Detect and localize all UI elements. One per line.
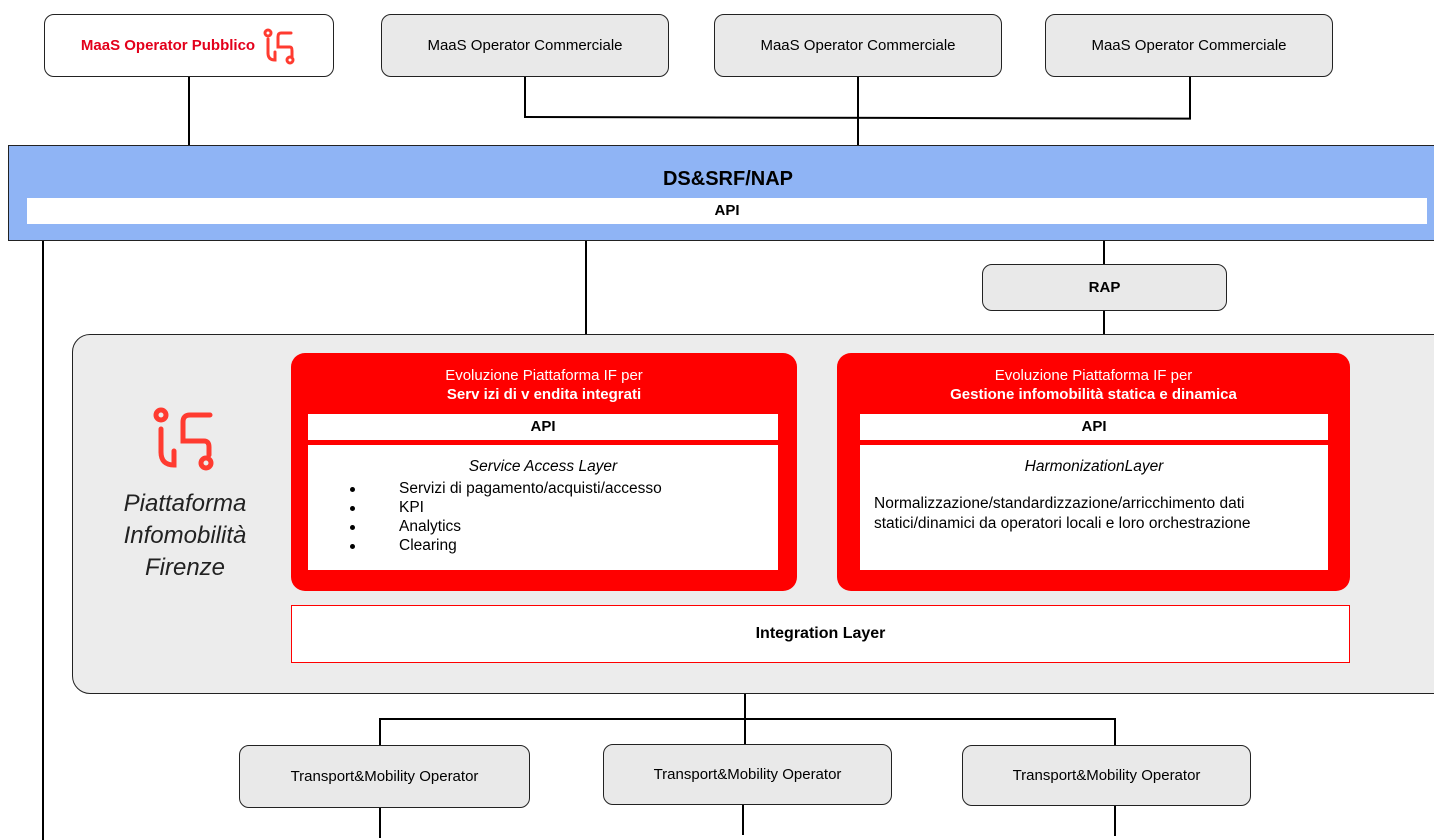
connector-line [742, 805, 744, 835]
nap-band: DS&SRF/NAP API [8, 145, 1434, 241]
connector-line [379, 718, 1116, 720]
panel-title: Evoluzione Piattaforma IF per Serv izi d… [291, 366, 797, 404]
list-item: KPI [346, 498, 778, 517]
connector-line [1114, 718, 1116, 745]
platform-name: Piattaforma Infomobilità Firenze [100, 488, 270, 584]
rap-label: RAP [1088, 279, 1121, 296]
transport-operator-box: Transport&Mobility Operator [239, 745, 530, 808]
connector-line [1189, 77, 1191, 119]
harmonization-description: Normalizzazione/standardizzazione/arricc… [874, 494, 1328, 534]
transport-operator-label: Transport&Mobility Operator [290, 768, 479, 785]
if-logo-icon [263, 28, 295, 64]
sales-services-panel: Evoluzione Piattaforma IF per Serv izi d… [291, 353, 797, 591]
connector-line [585, 240, 587, 335]
maas-operator-commercial-box: MaaS Operator Commerciale [1045, 14, 1333, 77]
transport-operator-box: Transport&Mobility Operator [962, 745, 1251, 806]
maas-operator-commercial-box: MaaS Operator Commerciale [714, 14, 1002, 77]
panel-body: HarmonizationLayer Normalizzazione/stand… [860, 445, 1328, 570]
list-item: Analytics [346, 517, 778, 536]
rap-box: RAP [982, 264, 1227, 311]
if-logo-icon [153, 407, 214, 471]
connector-line [524, 77, 526, 117]
service-access-layer-title: Service Access Layer [468, 458, 618, 475]
list-item: Clearing [346, 536, 778, 555]
infomobility-panel: Evoluzione Piattaforma IF per Gestione i… [837, 353, 1350, 591]
maas-operator-public-box: MaaS Operator Pubblico [44, 14, 334, 77]
connector-line [379, 808, 381, 838]
transport-operator-label: Transport&Mobility Operator [1012, 767, 1201, 784]
harmonization-layer-title: HarmonizationLayer [1024, 458, 1164, 475]
panel-title-line: Evoluzione Piattaforma IF per [445, 367, 643, 384]
service-list: Servizi di pagamento/acquisti/accesso KP… [346, 479, 778, 555]
integration-layer-label: Integration Layer [755, 625, 886, 642]
maas-operator-public-label: MaaS Operator Pubblico [80, 37, 256, 54]
panel-title: Evoluzione Piattaforma IF per Gestione i… [837, 366, 1350, 404]
list-item: Servizi di pagamento/acquisti/accesso [346, 479, 778, 498]
panel-title-bold: Serv izi di v endita integrati [446, 386, 642, 403]
connector-line [1103, 310, 1105, 335]
platform-name-line: Piattaforma [123, 490, 247, 517]
nap-api-bar: API [27, 198, 1427, 224]
integration-layer-box: Integration Layer [291, 605, 1350, 663]
panel-title-bold: Gestione infomobilità statica e dinamica [950, 386, 1237, 403]
panel-title-line: Evoluzione Piattaforma IF per [994, 367, 1193, 384]
connector-line [1103, 240, 1105, 265]
maas-operator-commercial-label: MaaS Operator Commerciale [760, 37, 956, 54]
panel-api-bar: API [860, 414, 1328, 442]
connector-line [379, 718, 381, 745]
connector-line [42, 240, 44, 840]
connector-line [1114, 806, 1116, 836]
maas-operator-commercial-box: MaaS Operator Commerciale [381, 14, 669, 77]
description-line: statici/dinamici da operatori locali e l… [874, 515, 1251, 532]
description-line: Normalizzazione/standardizzazione/arricc… [874, 495, 1245, 512]
connector-line [188, 77, 190, 145]
platform-name-line: Infomobilità [123, 522, 247, 549]
platform-name-line: Firenze [144, 554, 226, 581]
nap-title: DS&SRF/NAP [662, 168, 793, 190]
maas-operator-commercial-label: MaaS Operator Commerciale [1091, 37, 1287, 54]
panel-api-bar: API [308, 414, 778, 442]
transport-operator-label: Transport&Mobility Operator [653, 766, 842, 783]
connector-line [857, 77, 859, 145]
panel-body: Service Access Layer Servizi di pagament… [308, 445, 778, 570]
transport-operator-box: Transport&Mobility Operator [603, 744, 892, 805]
maas-operator-commercial-label: MaaS Operator Commerciale [427, 37, 623, 54]
